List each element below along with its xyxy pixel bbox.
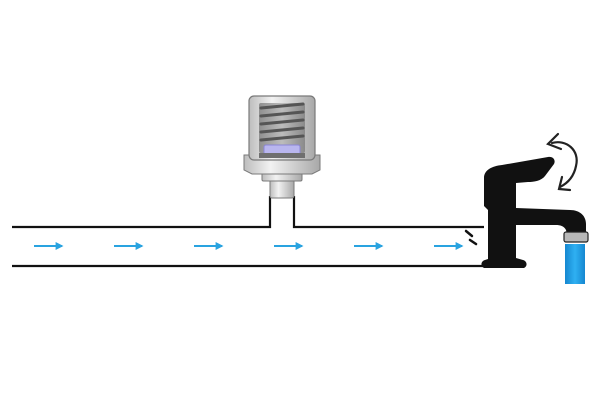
faucet-aerator — [563, 231, 589, 243]
arrestor-piston-seal — [259, 153, 305, 158]
turn-arrowhead-bottom — [557, 175, 572, 192]
faucet-inlet-marks — [464, 229, 478, 246]
water-stream — [565, 244, 585, 284]
faucet-body — [481, 156, 586, 268]
spring — [259, 102, 305, 142]
faucet-icon — [464, 156, 589, 284]
main-pipe — [12, 196, 484, 268]
turn-arrowhead-top — [546, 132, 563, 151]
pipe-top-wall — [12, 196, 484, 229]
curved-arrow-icon — [546, 132, 578, 192]
turn-arc — [550, 141, 578, 189]
spring-chamber-icon — [243, 95, 321, 199]
